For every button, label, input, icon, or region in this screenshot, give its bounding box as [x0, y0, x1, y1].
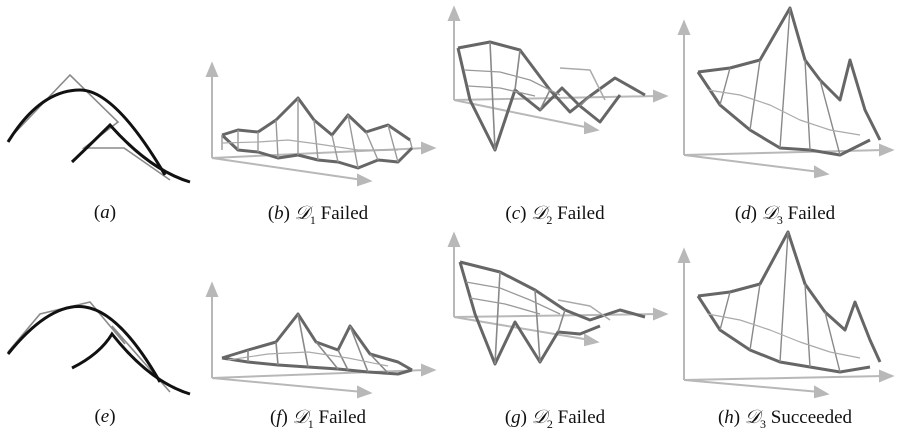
mesh-surface: [696, 230, 882, 374]
panel-g: (g) 𝒟2 Failed: [440, 222, 670, 438]
mesh-surface: [456, 40, 646, 152]
caption-f: (f) 𝒟1 Failed: [269, 406, 367, 431]
panel-c: (c) 𝒟2 Failed: [440, 0, 670, 230]
caption-b: (b) 𝒟1 Failed: [267, 202, 369, 227]
mesh-surface: [221, 312, 413, 376]
surface-plot-b: [205, 61, 437, 187]
mesh-surface: [220, 96, 414, 170]
control-polygon: [7, 301, 171, 393]
caption-c: (c) 𝒟2 Failed: [505, 202, 605, 227]
panel-e: (e): [0, 262, 210, 438]
panel-h: (h) 𝒟3 Succeeded: [670, 222, 907, 438]
surface-plot-f: [205, 281, 437, 399]
surface-plot-c: [447, 5, 669, 152]
mesh-surface: [458, 260, 646, 366]
curve-plot-e: [6, 301, 191, 396]
surface-plot-g: [447, 231, 669, 366]
panel-a: (a): [0, 40, 210, 230]
caption-d: (d) 𝒟3 Failed: [734, 202, 836, 227]
caption-a: (a): [93, 202, 117, 223]
fitted-curve: [70, 122, 191, 184]
caption-g: (g) 𝒟2 Failed: [504, 406, 606, 431]
panel-f: (f) 𝒟1 Failed: [198, 262, 438, 438]
axes: [677, 247, 895, 399]
axes: [677, 19, 895, 179]
fitted-curve: [71, 331, 191, 396]
surface-plot-h: [677, 230, 895, 399]
fitted-curve: [6, 88, 167, 176]
fitted-curve: [6, 305, 162, 383]
axes: [205, 281, 437, 399]
panel-b: (b) 𝒟1 Failed: [198, 40, 438, 230]
mesh-surface: [696, 6, 882, 157]
caption-e: (e): [94, 406, 116, 427]
surface-plot-d: [677, 6, 895, 179]
caption-h: (h) 𝒟3 Succeeded: [717, 406, 853, 431]
panel-d: (d) 𝒟3 Failed: [670, 0, 907, 230]
curve-plot-a: [6, 73, 191, 184]
